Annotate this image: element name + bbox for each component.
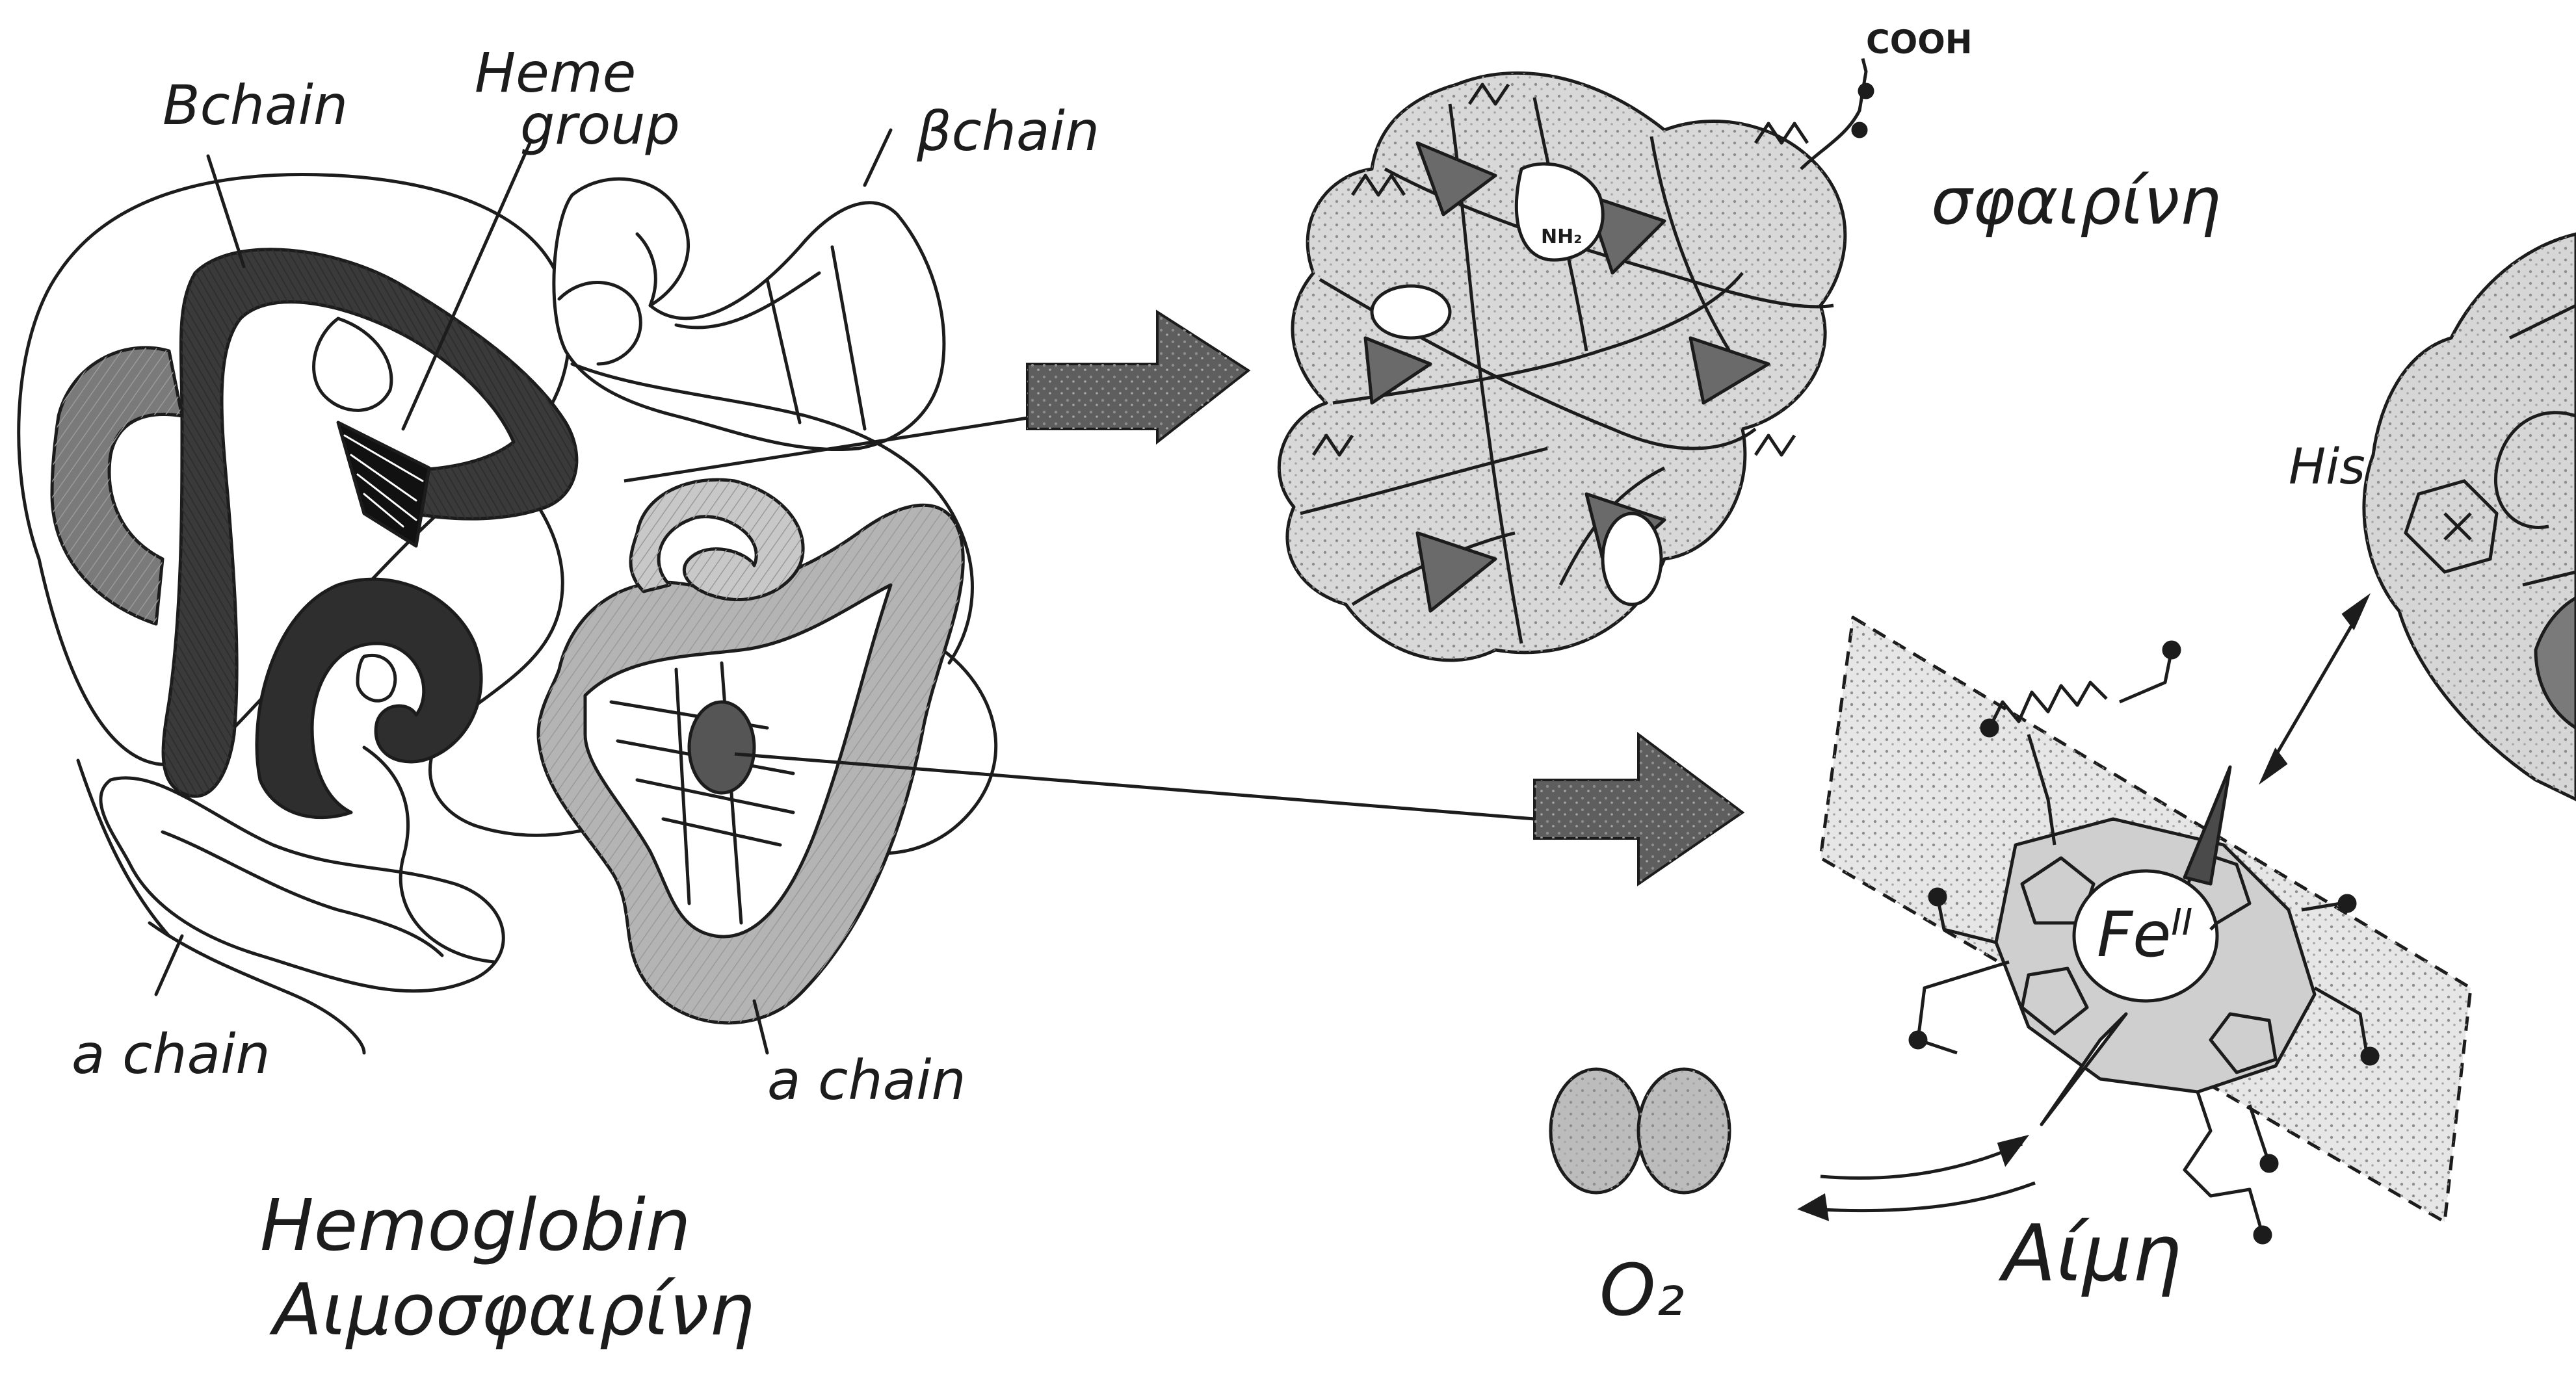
side-chain-bead-4 [1910,1032,1926,1048]
alpha-chain-left-ribbon-inner [163,832,442,955]
leader-beta-chain-right [865,130,891,185]
globin-greek-label: σφαιρίνη [1931,169,2221,234]
heme-greek-label: Αίμη [2003,1215,2181,1293]
beta-chain-left-dark-hatch [163,250,577,796]
globin-structure [1279,58,1873,660]
his-link-arrow [2263,598,2367,780]
his-label: His [2289,442,2365,491]
fe-oxidation-state: II [2171,901,2192,944]
beta-chain-left-curl-hole [358,655,395,701]
hemoglobin-title-english: Hemoglobin [260,1189,691,1261]
binding-arrow-reverse [1807,1183,2035,1211]
globin-side-residue-5 [1755,435,1794,455]
side-chain-top-right [2120,650,2172,702]
arrow-to-globin-hatch [1027,312,1248,442]
side-chain-bead-1 [2164,642,2179,658]
hemoglobin-molecule [19,130,996,1053]
binding-arrow-forward [1820,1144,2022,1178]
fe-symbol: Fe [2097,898,2171,971]
alpha-chain-left-label: a chain [72,1027,270,1082]
globin-pocket-2 [1603,513,1661,604]
binding-arrows [1801,1137,2035,1219]
alpha-heme-disc [689,702,754,793]
side-chain-bead-2 [1982,720,1997,736]
side-chain-bead-6 [2362,1048,2378,1064]
binding-arrow-reverse-head [1801,1196,1827,1219]
o2-atom-right-stipple [1638,1069,1729,1193]
side-chain-bead-8 [2261,1156,2277,1171]
o2-molecule [1551,1069,1729,1193]
hemoglobin-title-greek: Αιμοσφαιρίνη [273,1274,754,1345]
side-chain-left-low [1918,962,2009,1053]
beta-chain-left-inner-hole [314,318,391,410]
nh2-label: NH₂ [1541,227,1582,247]
side-chain-bead-7 [2255,1227,2270,1243]
alpha-chain-left-ribbon-line [78,760,169,936]
globin-pocket-1 [1372,286,1450,338]
side-chain-bead-3 [1930,889,1945,905]
beta-heme-group [338,422,429,546]
closeup-outline-stipple [2364,234,2576,799]
fe-label: FeII [2097,903,2192,966]
beta-chain-left-band-hatch [52,348,182,624]
heme-group-label-line1: Heme [475,45,636,100]
o2-atom-left-stipple [1551,1069,1642,1193]
o2-label: O₂ [1599,1254,1685,1326]
globin-cooh-bead-1 [1860,84,1873,97]
beta-chain-right-label: βchain [917,104,1099,159]
globin-cooh-tail [1801,58,1866,169]
his-globin-closeup [2364,234,2576,799]
binding-arrow-forward-head [1999,1137,2025,1163]
beta-chain-left-label: Bchain [163,78,348,133]
leader-alpha-chain-left [156,936,182,994]
heme-group-label-line2: group [520,97,680,152]
globin-cooh-bead-2 [1853,123,1866,136]
connecting-loops-b [364,747,494,962]
leader-beta-chain-left [208,156,244,266]
alpha-chain-right-label: a chain [767,1053,966,1108]
side-chain-bead-5 [2339,896,2355,911]
cooh-label: COOH [1866,26,1973,58]
arrow-to-heme-hatch [1534,734,1742,884]
